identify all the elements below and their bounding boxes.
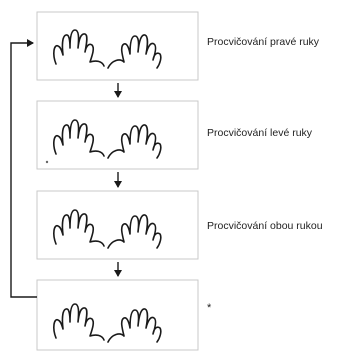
speck-mark (46, 161, 48, 163)
step-box-3 (37, 191, 198, 259)
step-label-2: Procvičování levé ruky (207, 127, 312, 139)
step-box-1 (37, 12, 198, 80)
loop-back-arrow (11, 43, 37, 297)
step-label-4: * (207, 302, 211, 314)
step-label-3: Procvičování obou rukou (207, 220, 323, 232)
step-label-1: Procvičování pravé ruky (207, 36, 319, 48)
step-box-4 (37, 280, 198, 350)
step-box-2 (37, 101, 198, 169)
